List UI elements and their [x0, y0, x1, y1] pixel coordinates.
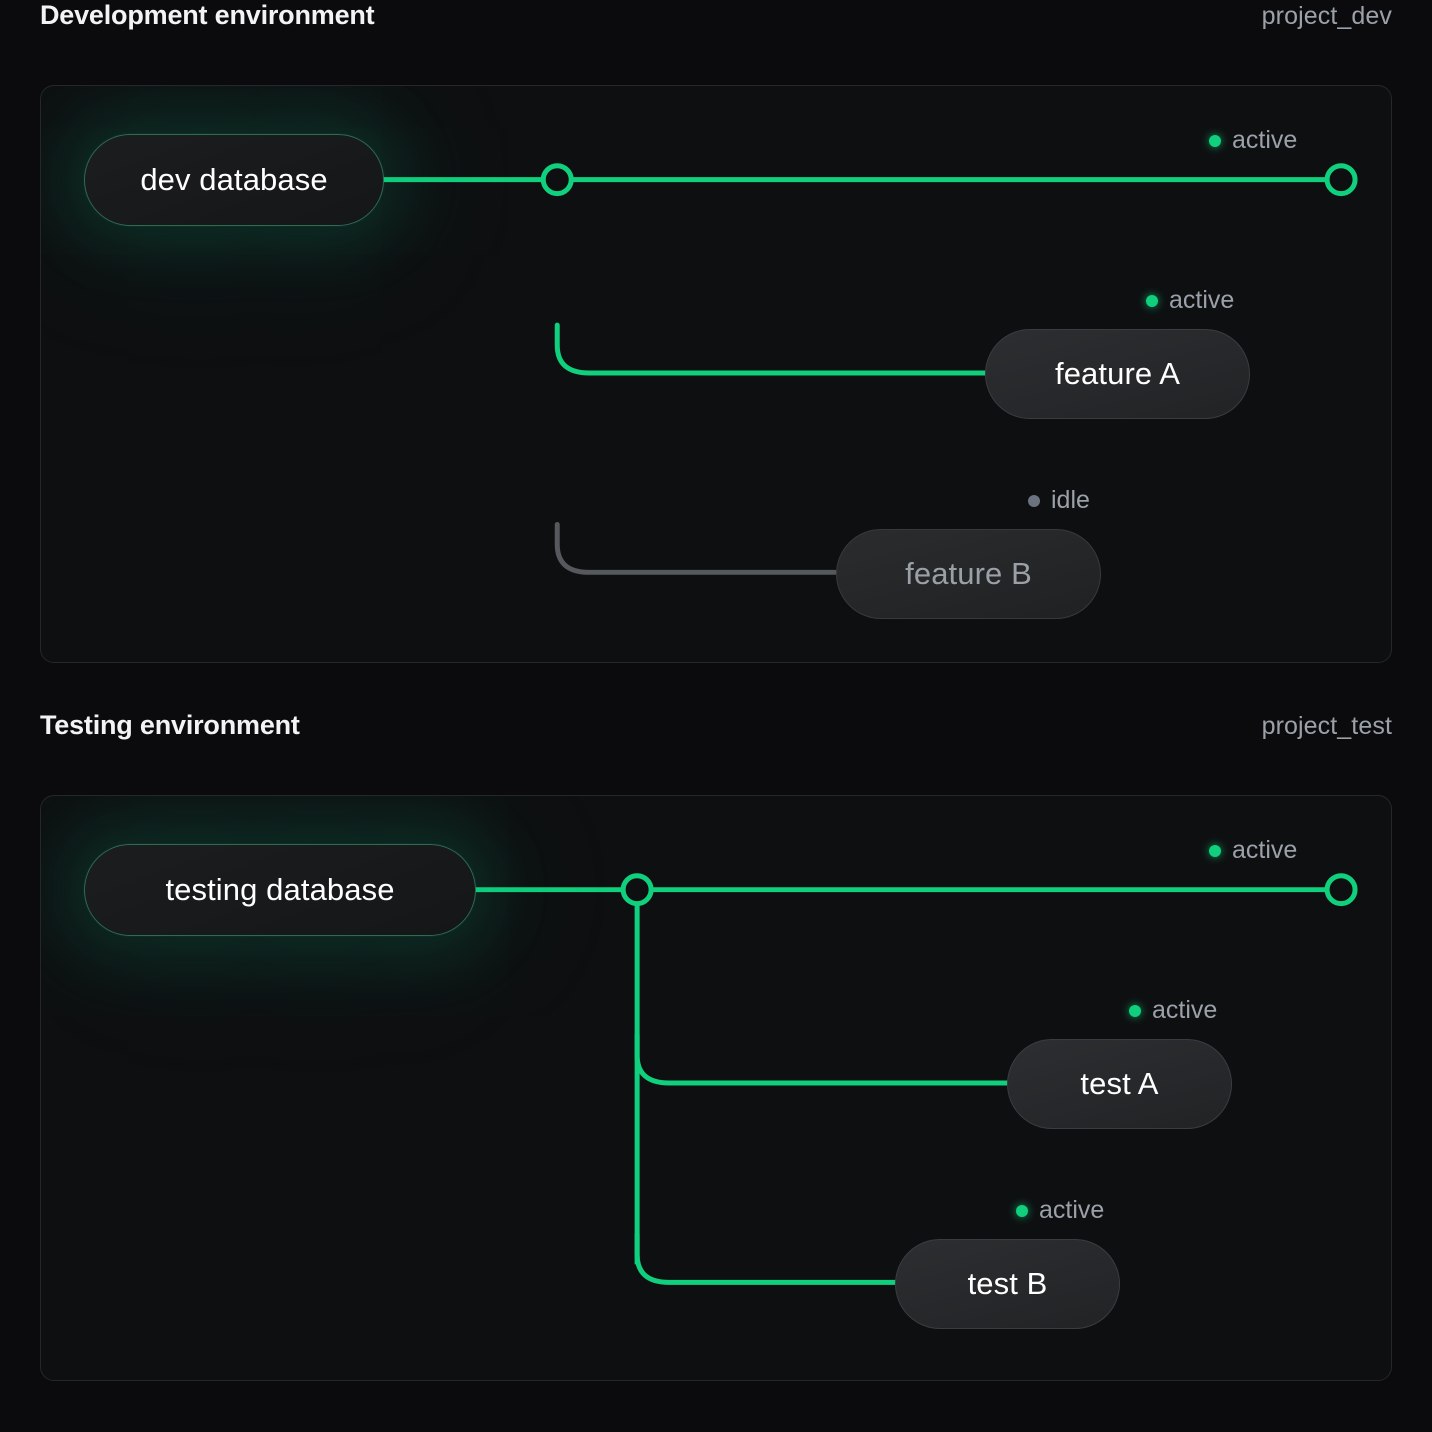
- node-label: testing database: [165, 872, 395, 907]
- section-header-development: Development environment project_dev: [40, 0, 1392, 62]
- status-badge-feature-b: idle: [1028, 486, 1090, 515]
- status-label: active: [1232, 126, 1298, 154]
- node-testing-database[interactable]: testing database: [84, 844, 476, 936]
- endpoint-node-development[interactable]: [1324, 163, 1358, 197]
- status-label: active: [1232, 836, 1298, 864]
- edge-branch-test-a: [634, 1032, 1010, 1086]
- node-feature-a[interactable]: feature A: [985, 329, 1250, 419]
- edge-branch-feature-b: [554, 521, 838, 575]
- status-dot-active-icon: [1146, 294, 1158, 307]
- node-label: feature B: [905, 556, 1032, 591]
- connection-graph-development: [383, 163, 1358, 575]
- status-dot-active-icon: [1209, 134, 1221, 147]
- node-dev-database[interactable]: dev database: [84, 134, 384, 226]
- status-badge-test-b: active: [1016, 1196, 1104, 1225]
- status-badge-endpoint-testing: active: [1209, 836, 1297, 865]
- status-label: active: [1169, 286, 1235, 314]
- node-test-a[interactable]: test A: [1007, 1039, 1232, 1129]
- node-label: test A: [1080, 1066, 1159, 1101]
- environment-card-testing: active testing database active test A ac…: [40, 795, 1392, 1381]
- edge-branch-feature-a: [554, 322, 988, 376]
- node-label: dev database: [140, 162, 328, 197]
- junction-node-testing[interactable]: [620, 873, 654, 907]
- status-dot-active-icon: [1016, 1204, 1028, 1217]
- node-label: feature A: [1055, 356, 1180, 391]
- status-badge-endpoint-development: active: [1209, 126, 1297, 155]
- junction-node-development[interactable]: [540, 163, 574, 197]
- status-dot-active-icon: [1129, 1004, 1141, 1017]
- page-title-testing: Testing environment: [40, 710, 300, 740]
- status-badge-test-a: active: [1129, 996, 1217, 1025]
- status-badge-feature-a: active: [1146, 286, 1234, 315]
- status-dot-idle-icon: [1028, 494, 1040, 507]
- edge-branch-test-b: [634, 1232, 898, 1285]
- project-label-testing: project_test: [1261, 712, 1392, 740]
- endpoint-node-testing[interactable]: [1324, 873, 1358, 907]
- environment-card-development: active dev database active feature A idl…: [40, 85, 1392, 663]
- status-label: active: [1039, 1196, 1105, 1224]
- node-feature-b[interactable]: feature B: [836, 529, 1101, 619]
- node-label: test B: [967, 1266, 1048, 1301]
- section-header-testing: Testing environment project_test: [40, 710, 1392, 772]
- status-label: idle: [1051, 486, 1090, 514]
- node-test-b[interactable]: test B: [895, 1239, 1120, 1329]
- project-label-development: project_dev: [1261, 2, 1392, 30]
- status-label: active: [1152, 996, 1218, 1024]
- connection-graph-testing: [475, 873, 1358, 1286]
- status-dot-active-icon: [1209, 844, 1221, 857]
- page-title-development: Development environment: [40, 0, 375, 30]
